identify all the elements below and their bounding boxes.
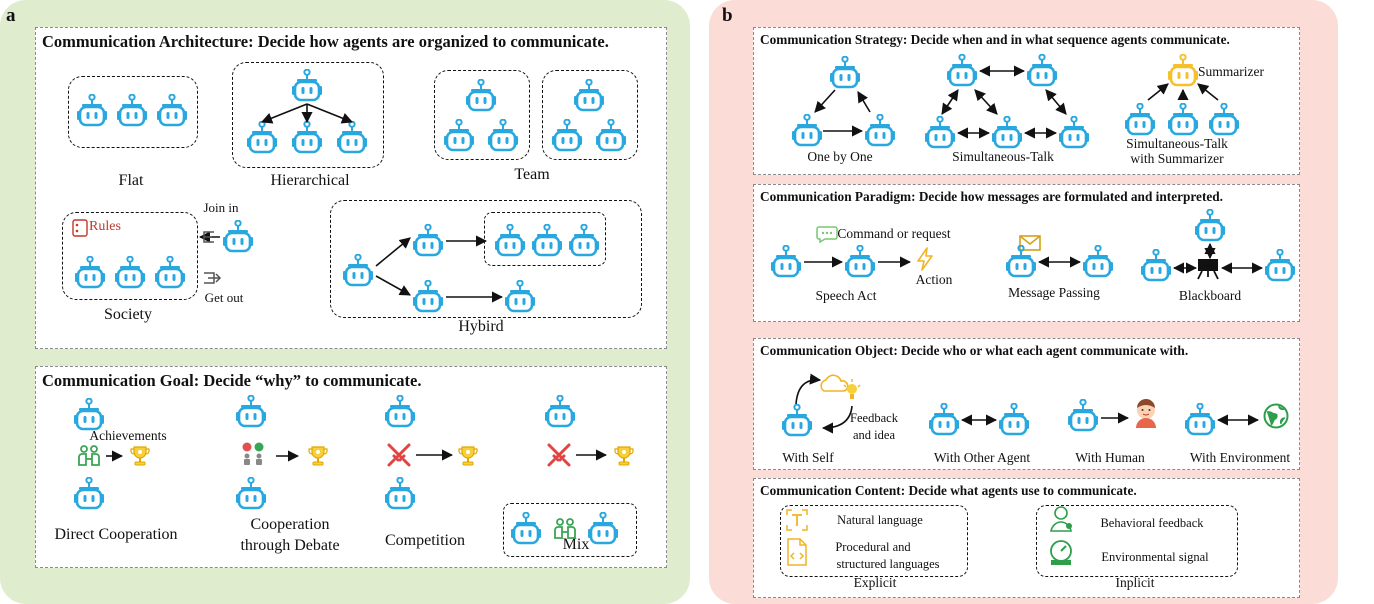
feedback-label-2: and idea	[853, 428, 895, 442]
content-title: Communication Content: Decide what agent…	[760, 483, 1137, 498]
speech-act-label: Speech Act	[815, 288, 877, 303]
strategy-box: Communication Strategy: Decide when and …	[753, 27, 1300, 175]
panel-a-letter: a	[6, 5, 16, 26]
hybird-group	[330, 200, 642, 318]
with-human-label: With Human	[1075, 450, 1145, 465]
achievements-label: Achievements	[89, 428, 167, 443]
sim-summarizer-label-1: Simultaneous-Talk	[1126, 136, 1228, 151]
envelope-icon	[1019, 235, 1041, 256]
architecture-box: Communication Architecture: Decide how a…	[35, 27, 667, 349]
message-passing-label: Message Passing	[1008, 285, 1100, 300]
with-self-label: With Self	[782, 450, 834, 465]
natural-language-label: Natural language	[837, 513, 923, 527]
with-other-label: With Other Agent	[933, 450, 1031, 465]
direct-cooperation-label: Direct Cooperation	[54, 526, 178, 543]
cooperation-debate-label-1: Cooperation	[250, 516, 330, 533]
competition-label: Competition	[385, 532, 465, 549]
hybird-team-group	[484, 212, 606, 266]
speech-bubble-icon	[816, 225, 838, 248]
team-group-1	[434, 70, 530, 160]
action-label: Action	[915, 272, 953, 287]
one-by-one-label: One by One	[807, 149, 873, 164]
environmental-signal-icon	[1048, 538, 1074, 571]
rules-label: Rules	[89, 219, 121, 234]
with-environment-label: With Environment	[1189, 450, 1291, 465]
behavioral-label: Behavioral feedback	[1100, 516, 1204, 530]
hierarchical-group	[232, 62, 384, 168]
implicit-label: Inplicit	[1115, 575, 1155, 590]
panel-b-letter: b	[722, 5, 733, 26]
code-file-icon	[786, 538, 808, 571]
simultaneous-talk-label: Simultaneous-Talk	[952, 149, 1054, 164]
command-label: Command or request	[837, 226, 951, 241]
implicit-group	[1036, 505, 1238, 577]
blackboard-label: Blackboard	[1178, 288, 1242, 303]
society-label: Society	[104, 306, 152, 323]
strategy-title: Communication Strategy: Decide when and …	[760, 32, 1230, 47]
join-in-label: Join in	[203, 200, 239, 215]
paradigm-title: Communication Paradigm: Decide how messa…	[760, 189, 1224, 204]
cloud-idea-icon	[818, 373, 862, 412]
mix-group	[503, 503, 637, 557]
behavioral-feedback-icon	[1048, 505, 1074, 538]
rules-icon: Rules	[72, 218, 136, 238]
flat-group	[68, 76, 198, 148]
hybird-label: Hybird	[458, 318, 504, 335]
sim-summarizer-label-2: with Summarizer	[1130, 151, 1224, 166]
human-icon	[1133, 398, 1159, 433]
explicit-group	[780, 505, 968, 577]
feedback-label-1: Feedback	[850, 411, 898, 425]
procedural-label-2: structured languages	[836, 557, 940, 571]
mix-label: Mix	[562, 536, 590, 553]
content-box: Communication Content: Decide what agent…	[753, 478, 1300, 598]
explicit-label: Explicit	[853, 575, 897, 590]
hierarchical-label: Hierarchical	[270, 172, 350, 189]
goal-title: Communication Goal: Decide “why” to comm…	[42, 371, 422, 390]
object-title: Communication Object: Decide who or what…	[760, 343, 1189, 358]
flat-label: Flat	[118, 172, 144, 189]
summarizer-label: Summarizer	[1198, 64, 1264, 79]
globe-icon	[1263, 403, 1289, 434]
get-out-label: Get out	[204, 290, 244, 305]
blackboard-icon	[1196, 257, 1220, 286]
team-label: Team	[514, 166, 550, 183]
environmental-label: Environmental signal	[1101, 550, 1209, 564]
cooperation-debate-label-2: through Debate	[240, 537, 340, 554]
procedural-label-1: Procedural and	[835, 540, 911, 554]
architecture-title: Communication Architecture: Decide how a…	[42, 32, 609, 51]
text-icon	[786, 509, 808, 536]
lightning-icon	[916, 247, 934, 276]
team-group-2	[542, 70, 638, 160]
society-group	[62, 212, 198, 300]
